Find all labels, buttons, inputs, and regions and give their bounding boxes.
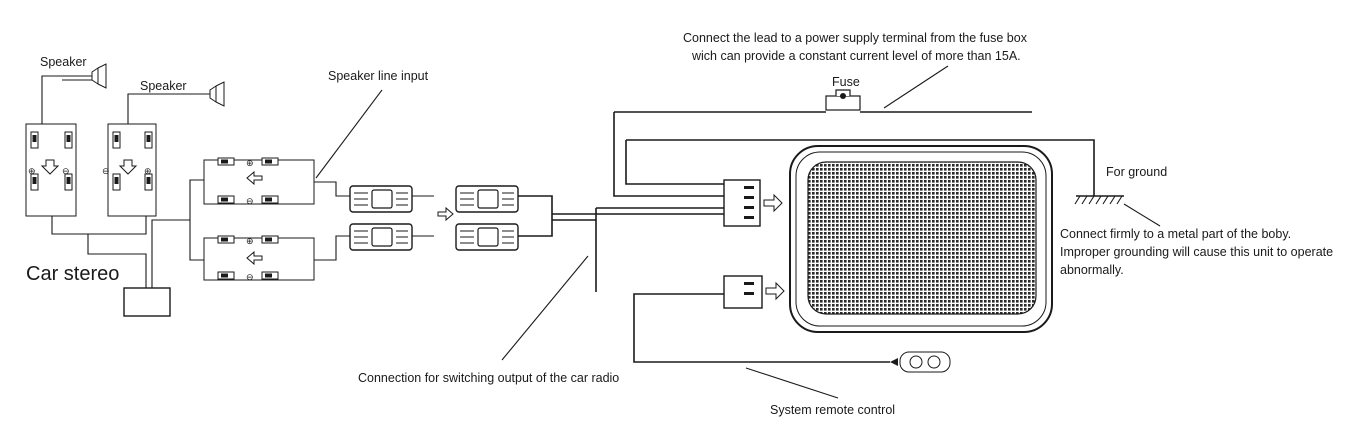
speaker-harness-lower: ⊕ ⊖ [203,235,315,282]
remote-control-label: System remote control [770,403,895,417]
speaker-harness-upper: ⊕ ⊖ [203,157,315,206]
switching-output-label: Connection for switching output of the c… [358,371,619,385]
speaker-line-input-label: Speaker line input [328,69,429,83]
for-ground-label: For ground [1106,165,1167,179]
ground-note-line1: Connect firmly to a metal part of the bo… [1060,227,1291,241]
arrow-left-icon [246,170,263,186]
speaker-switch-block-right: ⊖ ⊕ [102,123,157,217]
fuse-label: Fuse [832,75,860,89]
arrow-right-icon [763,193,783,213]
arrow-down-icon [118,159,138,175]
rca-plug [349,223,413,251]
remote-connector [723,275,763,309]
arrow-right-icon [765,281,785,301]
minus-symbol: ⊖ [62,166,70,176]
rca-plug [349,185,413,213]
ground-note-line3: abnormally. [1060,263,1124,277]
plus-symbol: ⊕ [246,158,254,168]
subwoofer-unit [789,145,1053,333]
plus-symbol: ⊕ [28,166,36,176]
fuse-icon [825,89,861,111]
speaker-label-left: Speaker [40,55,87,69]
rca-jack [455,185,519,213]
remote-icon [890,351,951,373]
arrow-down-icon [40,159,60,175]
car-stereo-unit [123,287,171,317]
power-note-line2: wich can provide a constant current leve… [691,49,1021,63]
speaker-switch-block-left: ⊕ ⊖ [25,123,77,217]
car-stereo-label: Car stereo [26,263,119,285]
arrow-left-icon [246,250,263,266]
plus-symbol: ⊕ [144,166,152,176]
subwoofer-grille [807,161,1037,315]
minus-symbol: ⊖ [102,166,110,176]
ground-note-line2: Improper grounding will cause this unit … [1060,245,1333,259]
rca-jack [455,223,519,251]
power-connector [723,179,761,227]
ground-icon [1074,195,1124,205]
plus-symbol: ⊕ [246,236,254,246]
minus-symbol: ⊖ [246,272,254,282]
speaker-icon [209,81,225,107]
arrow-right-icon [437,206,454,222]
minus-symbol: ⊖ [246,196,254,206]
speaker-label-right: Speaker [140,79,187,93]
power-note-line1: Connect the lead to a power supply termi… [683,31,1028,45]
speaker-icon [91,63,107,89]
